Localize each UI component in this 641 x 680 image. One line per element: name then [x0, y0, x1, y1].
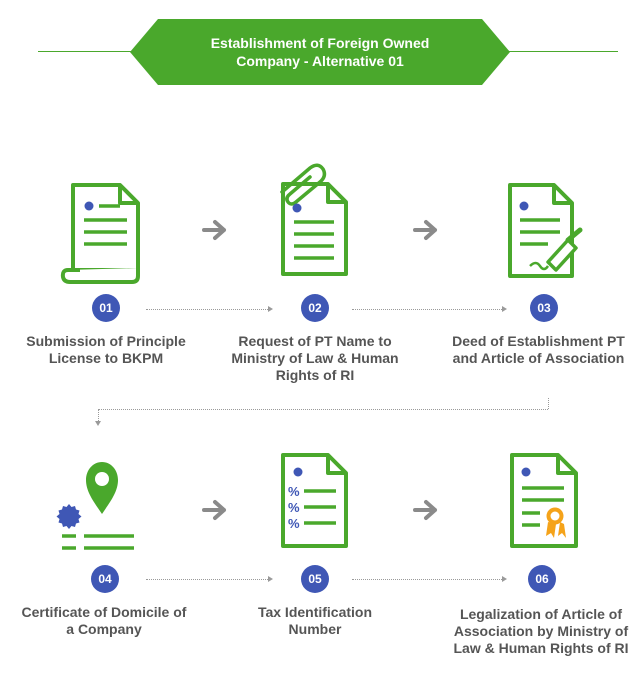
connector-line — [352, 579, 502, 580]
title-banner — [130, 19, 510, 85]
title-line-2: Company - Alternative 01 — [236, 53, 404, 69]
connector-line — [146, 579, 268, 580]
step-06-label: Legalization of Article of Association b… — [453, 606, 629, 656]
arrow-right-icon — [413, 220, 437, 240]
step-05-badge: 05 — [301, 565, 329, 593]
connector-line — [98, 409, 99, 421]
arrow-right-icon — [202, 500, 226, 520]
title-line-1: Establishment of Foreign Owned — [210, 35, 430, 51]
step-03-label: Deed of Establishment PT and Article of … — [452, 333, 625, 366]
step-05-label: Tax Identification Number — [257, 604, 373, 637]
connector-arrowhead — [502, 576, 507, 582]
connector-arrowhead — [502, 306, 507, 312]
connector-arrowhead — [268, 306, 273, 312]
connector-arrowhead — [95, 421, 101, 426]
step-03-badge: 03 — [530, 294, 558, 322]
step-01-badge: 01 — [92, 294, 120, 322]
step-04-label: Certificate of Domicile of a Company — [21, 604, 187, 637]
step-04-badge: 04 — [91, 565, 119, 593]
step-02-label: Request of PT Name to Ministry of Law & … — [231, 333, 399, 383]
percent-symbol: % — [288, 484, 300, 499]
connector-line — [146, 309, 268, 310]
connector-arrowhead — [268, 576, 273, 582]
percent-symbol: % — [288, 500, 300, 515]
document-pen-icon — [508, 183, 583, 278]
location-pin-icon — [56, 462, 134, 550]
arrow-right-icon — [413, 500, 437, 520]
percent-symbol: % — [288, 516, 300, 531]
step-02-badge: 02 — [301, 294, 329, 322]
document-percent-icon: % % % — [281, 453, 348, 548]
page-title: Establishment of Foreign Owned Company -… — [150, 34, 490, 70]
connector-line — [98, 409, 548, 410]
header-rule-left — [38, 51, 148, 52]
step-06-badge: 06 — [528, 565, 556, 593]
document-scroll-icon — [60, 183, 140, 284]
step-01-label: Submission of Principle License to BKPM — [26, 333, 186, 366]
document-paperclip-icon — [280, 163, 348, 276]
header-rule-right — [503, 51, 618, 52]
connector-line — [548, 398, 549, 409]
document-certificate-icon — [510, 453, 578, 548]
arrow-right-icon — [202, 220, 226, 240]
connector-line — [352, 309, 502, 310]
